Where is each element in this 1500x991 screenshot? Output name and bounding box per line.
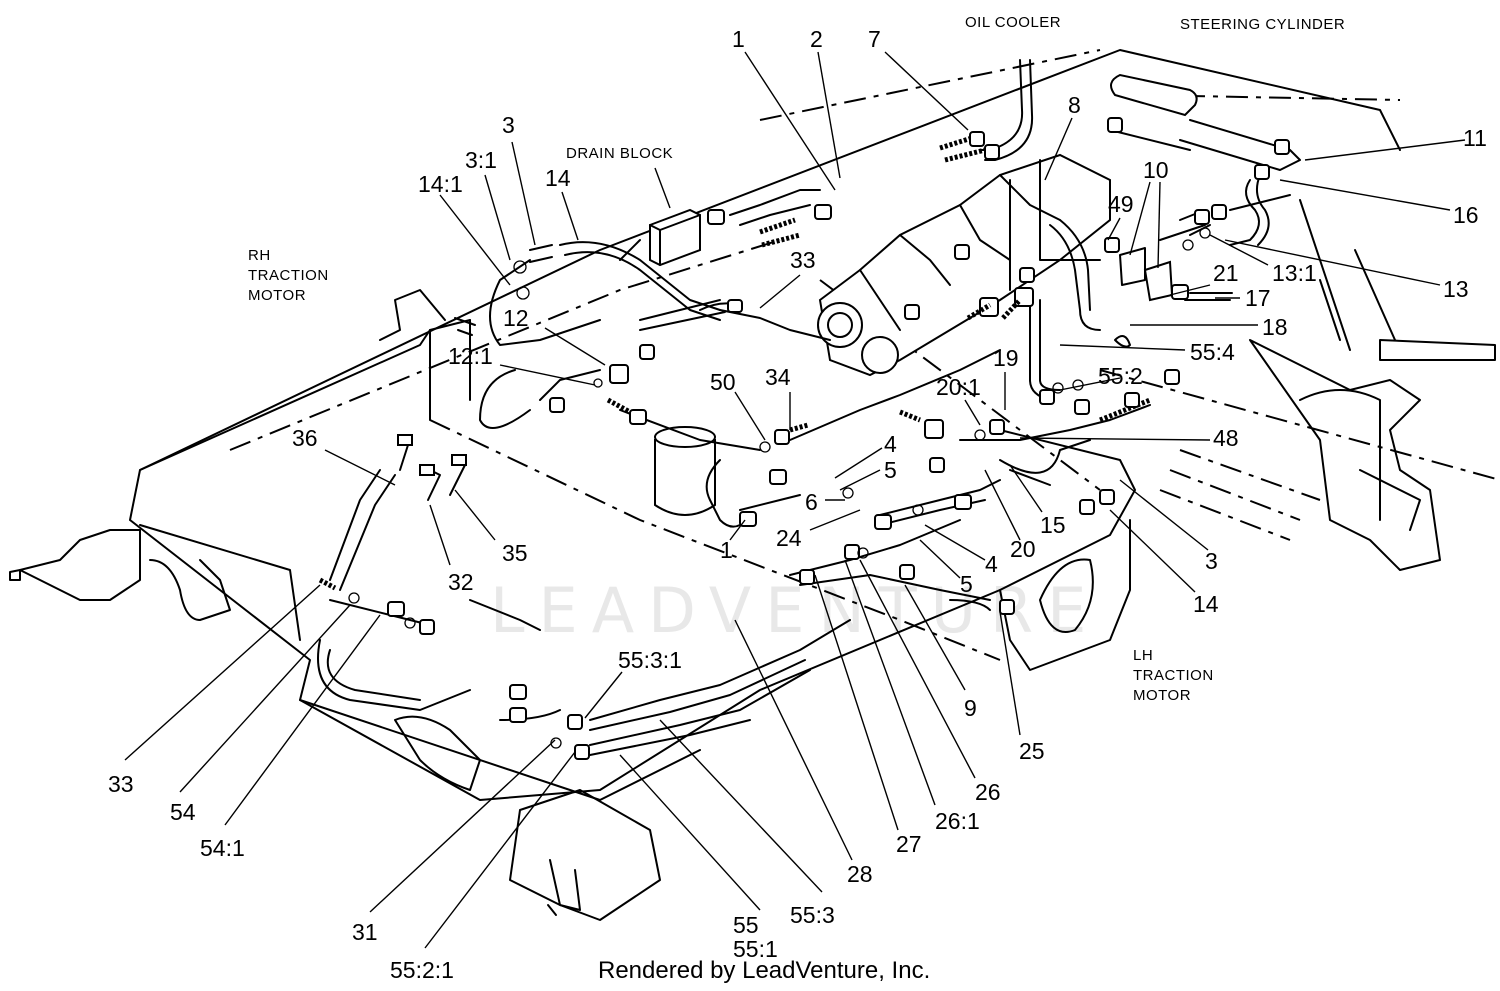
- callout-label: 15: [1040, 512, 1066, 538]
- drain-block: [649, 208, 701, 267]
- callout-label: 4: [884, 431, 897, 457]
- callout-label: 16: [1453, 202, 1479, 228]
- callout-label: 48: [1213, 425, 1239, 451]
- callout-label: 33: [108, 771, 134, 797]
- callout-label: 55:2:1: [390, 957, 454, 983]
- callout-label: 28: [847, 861, 873, 887]
- callout-label: 55: [733, 912, 759, 938]
- components: [649, 59, 1301, 516]
- callout-label: 54: [170, 799, 196, 825]
- callout-label: 54:1: [200, 835, 245, 861]
- caption-drain-block: DRAIN BLOCK: [566, 145, 673, 162]
- captions: OIL COOLER STEERING CYLINDER DRAIN BLOCK…: [248, 14, 1345, 704]
- callout-label: 12: [503, 305, 529, 331]
- caption-rh-traction-motor-line-2: TRACTION: [248, 267, 329, 284]
- callout-label: 13: [1443, 276, 1469, 302]
- callout-label: 20:1: [936, 374, 981, 400]
- callout-label: 3: [1205, 548, 1218, 574]
- hydrostatic-pump: [818, 153, 1111, 377]
- callout-label: 11: [1463, 125, 1487, 151]
- callout-label: 35: [502, 540, 528, 566]
- callout-label: 9: [964, 695, 977, 721]
- caption-rh-traction-motor-line-1: RH: [248, 247, 271, 264]
- callout-label: 20: [1010, 536, 1036, 562]
- callout-label: 19: [993, 345, 1019, 371]
- steering-cylinder: [1110, 73, 1198, 117]
- callout-label: 17: [1245, 285, 1271, 311]
- caption-steering-cylinder: STEERING CYLINDER: [1180, 16, 1345, 33]
- chassis-frame: [9, 49, 1500, 921]
- callout-label: 26:1: [935, 808, 980, 834]
- caption-lh-traction-motor-line-1: LH: [1133, 647, 1153, 664]
- callout-label: 55:3:1: [618, 647, 682, 673]
- callout-label: 3: [502, 112, 515, 138]
- callout-label: 2: [810, 26, 823, 52]
- caption-lh-traction-motor-line-3: MOTOR: [1133, 687, 1191, 704]
- leader-lines: [124, 51, 1466, 949]
- callout-label: 50: [710, 369, 736, 395]
- callout-label: 33: [790, 247, 816, 273]
- callout-label: 13:1: [1272, 260, 1317, 286]
- callout-label: 5: [884, 457, 897, 483]
- callout-label: 49: [1108, 191, 1134, 217]
- watermark: LEADVENTURE: [490, 574, 1100, 647]
- callout-label: 3:1: [465, 147, 497, 173]
- footer-credit: Rendered by LeadVenture, Inc.: [598, 957, 930, 984]
- callout-label: 25: [1019, 738, 1045, 764]
- callout-label: 8: [1068, 92, 1081, 118]
- callout-label: 24: [776, 525, 802, 551]
- callout-label: 34: [765, 364, 791, 390]
- callout-label: 21: [1213, 260, 1239, 286]
- caption-rh-traction-motor-line-3: MOTOR: [248, 287, 306, 304]
- callout-label: 1: [720, 537, 733, 563]
- callout-label: 12:1: [448, 343, 493, 369]
- callout-label: 32: [448, 569, 474, 595]
- callout-label: 36: [292, 425, 318, 451]
- fittings: [318, 117, 1290, 760]
- hydraulic-lines: [317, 174, 1291, 756]
- callouts: 1 2 7 3 3:1 14:1 14 8 11 16 10 49 13:1 1…: [108, 26, 1487, 983]
- callout-label: 55:2: [1098, 363, 1143, 389]
- caption-lh-traction-motor-line-2: TRACTION: [1133, 667, 1214, 684]
- callout-label: 18: [1262, 314, 1288, 340]
- callout-label: 6: [805, 489, 818, 515]
- callout-label: 7: [868, 26, 881, 52]
- callout-label: 27: [896, 831, 922, 857]
- callout-label: 5: [960, 571, 973, 597]
- callout-label: 55:4: [1190, 339, 1235, 365]
- callout-label: 10: [1143, 157, 1169, 183]
- callout-label: 4: [985, 551, 998, 577]
- callout-label: 14: [1193, 591, 1219, 617]
- callout-label: 14:1: [418, 171, 463, 197]
- caption-oil-cooler: OIL COOLER: [965, 14, 1061, 31]
- callout-label: 55:3: [790, 902, 835, 928]
- callout-label: 26: [975, 779, 1001, 805]
- callout-label: 31: [352, 919, 378, 945]
- callout-label: 1: [732, 26, 745, 52]
- oil-filter: [654, 439, 716, 516]
- callout-label: 55:1: [733, 936, 778, 962]
- callout-label: 14: [545, 165, 571, 191]
